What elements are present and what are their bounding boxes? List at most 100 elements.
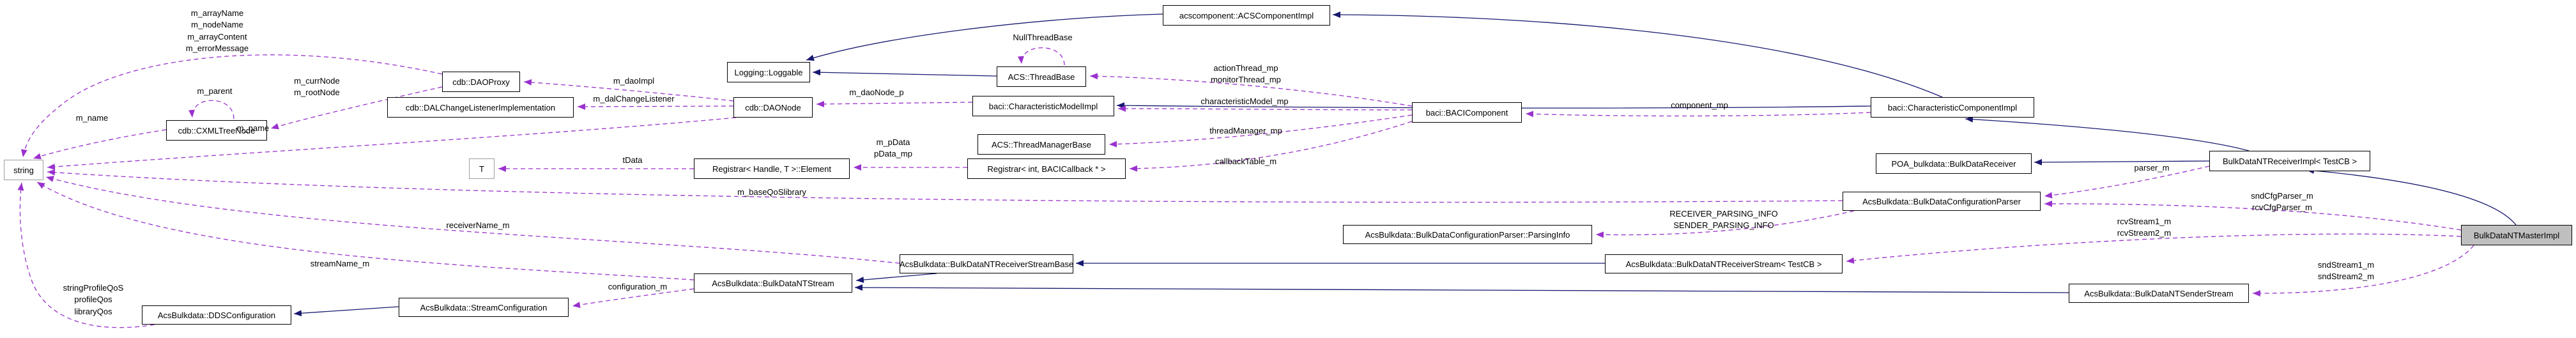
class-node-poa-bulkdata-receiver[interactable]: POA_bulkdata::BulkDataReceiver: [1876, 153, 2032, 174]
edge-use-masterimpl-to-configparser: [2044, 200, 2462, 231]
class-node-dao-proxy[interactable]: cdb::DAOProxy: [442, 72, 520, 92]
edge-use-daoproxy-to-cxmltreenode: [270, 86, 443, 130]
edge-label-use-registrarelement-to-t: tData: [622, 155, 642, 166]
edge-use-bacicomponent-to-registrarint: [1129, 121, 1413, 172]
edge-label-line: sndCfgParser_m: [2251, 191, 2313, 201]
edge-label-use-receiverimpl-to-configparser: parser_m: [2135, 162, 2170, 174]
edge-use-cxmltreenode-to-string: [33, 129, 167, 160]
class-node-characteristic-model-impl[interactable]: baci::CharacteristicModelImpl: [972, 96, 1114, 116]
edge-label-line: m_baseQoSlibrary: [737, 187, 806, 197]
edge-use-masterimpl-to-receiverstream: [1846, 233, 2462, 264]
class-node-dal-change-listener[interactable]: cdb::DALChangeListenerImplementation: [387, 97, 574, 118]
class-node-thread-base[interactable]: ACS::ThreadBase: [997, 66, 1086, 87]
edge-label-use-cci-to-bacicomponent: component_mp: [1671, 100, 1728, 111]
class-node-registrar-element[interactable]: Registrar< Handle, T >::Element: [694, 158, 850, 179]
edge-use-receiverstreambase-to-string: [45, 176, 900, 264]
class-node-dds-config[interactable]: AcsBulkdata::DDSConfiguration: [142, 305, 291, 325]
edge-label-use-daonode-to-dalchangelistener: m_dalChangeListener: [593, 93, 674, 105]
edge-label-use-daoproxy-to-cxmltreenode: m_currNode m_rootNode: [294, 75, 340, 99]
class-node-loggable[interactable]: Logging::Loggable: [727, 62, 810, 82]
edge-label-use-bacicomponent-to-threadbase: actionThread_mp monitorThread_mp: [1211, 63, 1281, 86]
class-node-nt-stream[interactable]: AcsBulkdata::BulkDataNTStream: [694, 273, 852, 293]
edge-label-use-receiverstreambase-to-string: receiverName_m: [447, 220, 510, 231]
edge-label-line: receiverName_m: [446, 220, 510, 230]
class-node-receiver-stream[interactable]: AcsBulkdata::BulkDataNTReceiverStream< T…: [1605, 254, 1843, 273]
class-node-sender-stream[interactable]: AcsBulkdata::BulkDataNTSenderStream: [2069, 284, 2249, 303]
edge-label-use-bacicomponent-to-registrarint: callbackTable_m: [1215, 156, 1276, 167]
edge-label-line: parser_m: [2134, 163, 2170, 173]
class-node-master-impl[interactable]: BulkDataNTMasterImpl: [2461, 225, 2572, 245]
edge-label-use-ntstream-to-streamconfig: configuration_m: [608, 281, 668, 293]
edge-inh-senderstream-to-ntstream: [854, 284, 2069, 293]
class-node-receiver-impl[interactable]: BulkDataNTReceiverImpl< TestCB >: [2209, 151, 2370, 171]
edge-label-use-masterimpl-to-receiverstream: rcvStream1_m rcvStream2_m: [2117, 216, 2172, 240]
edge-label-line: m_arrayContent: [187, 31, 247, 42]
edge-label-line: m_errorMessage: [185, 43, 249, 54]
class-node-cxml-tree-node[interactable]: cdb::CXMLTreeNode: [166, 120, 267, 141]
edge-label-line: NullThreadBase: [1013, 33, 1073, 42]
class-node-acs-component-impl[interactable]: acscomponent::ACSComponentImpl: [1163, 5, 1330, 26]
edge-label-line: rcvStream1_m: [2117, 217, 2172, 226]
class-node-thread-manager-base[interactable]: ACS::ThreadManagerBase: [977, 134, 1105, 155]
edge-use-cci-to-bacicomponent: [1525, 111, 1871, 118]
edge-label-line: profileQos: [74, 295, 112, 305]
edge-use-threadbase-self: [1017, 47, 1065, 66]
edge-use-bacicomponent-to-characteristicmodelimpl: [1117, 105, 1413, 112]
edge-label-line: tData: [622, 155, 643, 165]
class-node-parsing-info[interactable]: AcsBulkdata::BulkDataConfigurationParser…: [1343, 225, 1592, 244]
edge-inh-cci-to-acscomponentimpl: [1332, 12, 1943, 98]
edge-label-line: SENDER_PARSING_INFO: [1673, 220, 1774, 231]
class-node-t[interactable]: T: [469, 158, 494, 179]
edge-label-line: m_arrayName: [190, 8, 244, 18]
edge-label-line: sndStream1_m: [2317, 260, 2375, 270]
edge-use-daonode-to-daoproxy: [523, 79, 734, 102]
edge-label-line: threadManager_mp: [1209, 126, 1282, 135]
edge-label-use-threadbase-self: NullThreadBase: [1013, 32, 1072, 43]
edge-label-use-bacicomponent-to-threadmanagerbase: threadManager_mp: [1209, 125, 1282, 137]
edge-inh-receiverimpl-to-poareceiver: [2034, 158, 2210, 165]
edge-inh-streamconfig-to-ddsconfig: [293, 306, 399, 317]
edge-label-line: m_name: [75, 113, 109, 123]
edge-label-line: m_rootNode: [294, 88, 340, 98]
edge-label-use-ntstream-to-string: streamName_m: [310, 258, 369, 270]
edge-label-line: characteristicModel_mp: [1200, 96, 1289, 106]
class-node-receiver-stream-base[interactable]: AcsBulkdata::BulkDataNTReceiverStreamBas…: [900, 254, 1073, 273]
edge-label-line: RECEIVER_PARSING_INFO: [1669, 209, 1778, 219]
class-node-baci-component[interactable]: baci::BACIComponent: [1412, 102, 1522, 123]
edge-label-line: pData_mp: [874, 149, 912, 159]
edge-use-receiverimpl-to-configparser: [2044, 165, 2210, 199]
edge-label-line: actionThread_mp: [1213, 63, 1278, 73]
edge-use-bacicomponent-to-threadbase: [1089, 73, 1413, 107]
edge-label-line: rcvStream2_m: [2117, 228, 2172, 238]
edge-label-line: callbackTable_m: [1215, 157, 1277, 166]
edge-use-bacicomponent-to-threadmanagerbase: [1108, 114, 1413, 148]
edge-use-daonode-to-dalchangelistener: [577, 103, 734, 110]
class-node-string[interactable]: string: [4, 160, 43, 180]
edge-label-line: streamName_m: [310, 259, 370, 268]
class-node-characteristic-component-impl[interactable]: baci::CharacteristicComponentImpl: [1871, 97, 2034, 118]
edge-label-line: stringProfileQoS: [63, 283, 124, 293]
edge-label-line: m_dalChangeListener: [593, 94, 675, 104]
class-node-registrar-int[interactable]: Registrar< int, BACICallback * >: [967, 158, 1126, 179]
edge-label-line: m_daoImpl: [613, 76, 655, 86]
edge-use-characteristicmodelimpl-to-daonode: [816, 100, 973, 107]
edge-label-use-daonode-to-string: m_name: [237, 123, 270, 134]
edge-label-line: monitorThread_mp: [1211, 75, 1281, 85]
class-node-stream-config[interactable]: AcsBulkdata::StreamConfiguration: [399, 298, 569, 317]
edge-label-line: libraryQos: [74, 306, 112, 316]
edge-use-configparser-to-string: [47, 169, 1843, 203]
class-node-config-parser[interactable]: AcsBulkdata::BulkDataConfigurationParser: [1843, 192, 2041, 211]
edge-label-line: m_currNode: [294, 76, 340, 86]
class-node-dao-node[interactable]: cdb::DAONode: [733, 97, 813, 118]
edge-label-use-bacicomponent-to-characteristicmodelimpl: characteristicModel_mp: [1200, 96, 1288, 107]
edge-label-line: component_mp: [1671, 100, 1728, 110]
edge-label-line: m_nodeName: [191, 20, 243, 30]
edge-label-use-daonode-to-daoproxy: m_daoImpl: [613, 75, 654, 87]
edge-inh-threadbase-to-loggable: [812, 69, 997, 77]
